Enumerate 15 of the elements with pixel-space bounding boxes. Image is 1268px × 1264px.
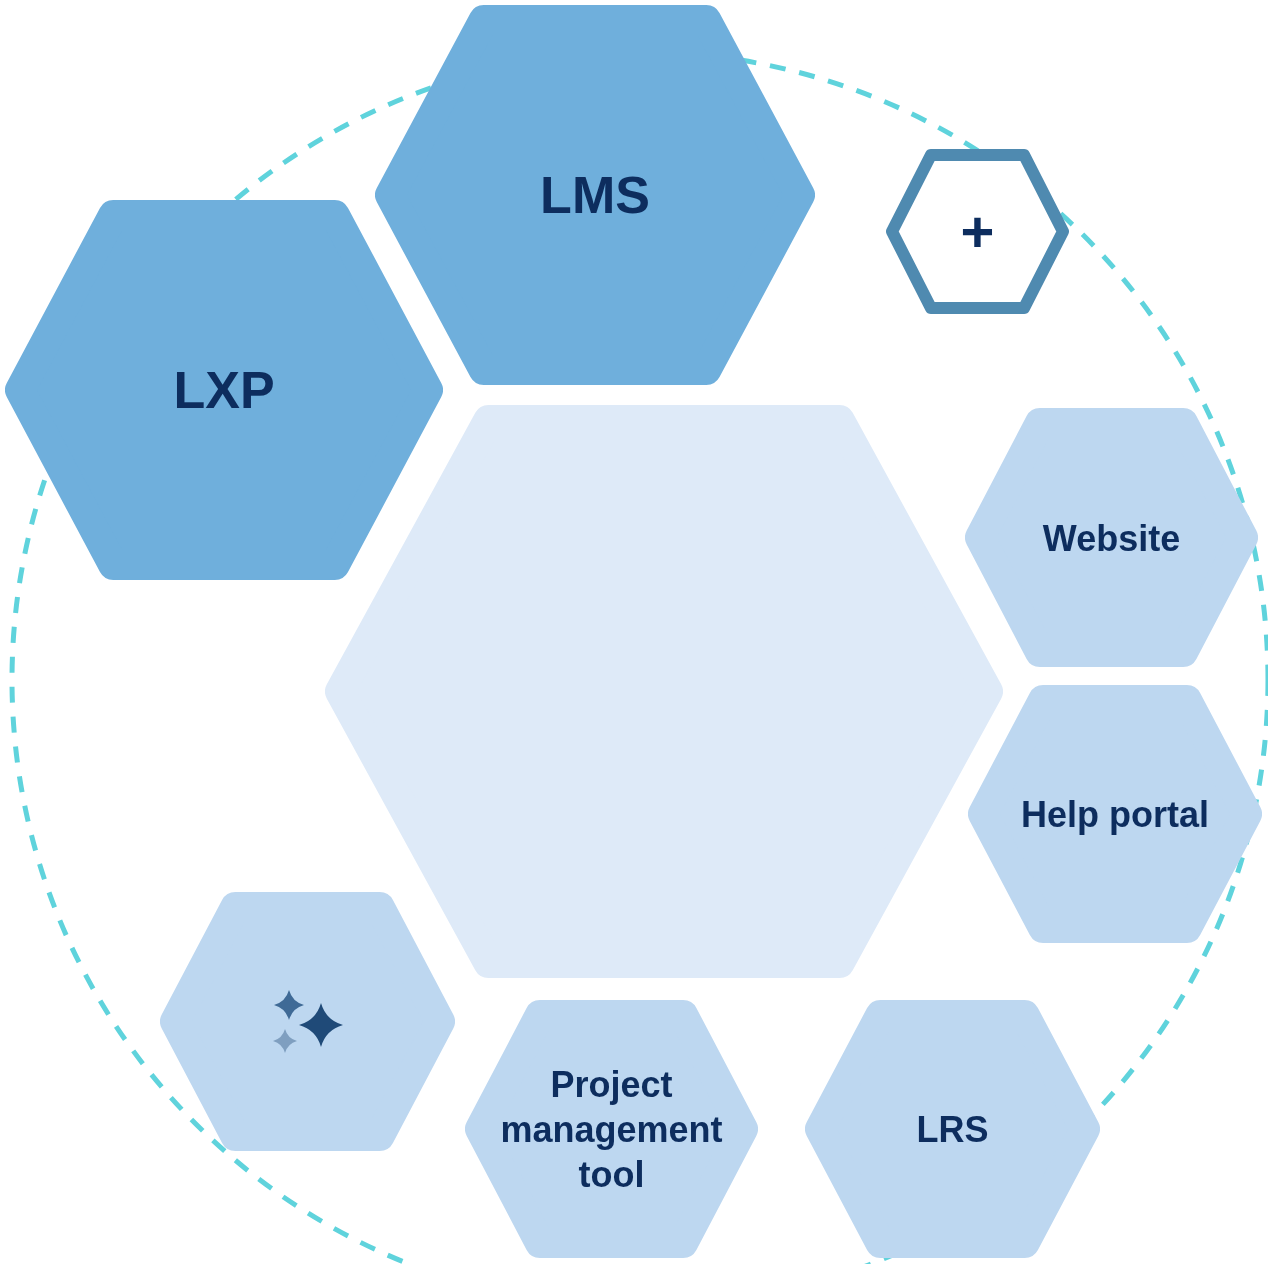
node-label: + (959, 197, 996, 266)
hexagon (465, 1000, 758, 1258)
node-label: LXP (172, 359, 276, 421)
node-label: LRS (915, 1107, 990, 1152)
node-label: Help portal (1020, 792, 1210, 837)
hexagon (375, 5, 815, 385)
hexagon (968, 685, 1262, 943)
node-label: Project management tool (499, 1062, 724, 1197)
hexagon (965, 408, 1258, 667)
hexagon (325, 405, 1003, 978)
node-label: Website (1041, 516, 1182, 560)
hexagon (5, 200, 443, 580)
hexagon (160, 892, 455, 1151)
hexagon (805, 1000, 1100, 1258)
node-label: LMS (539, 164, 651, 226)
